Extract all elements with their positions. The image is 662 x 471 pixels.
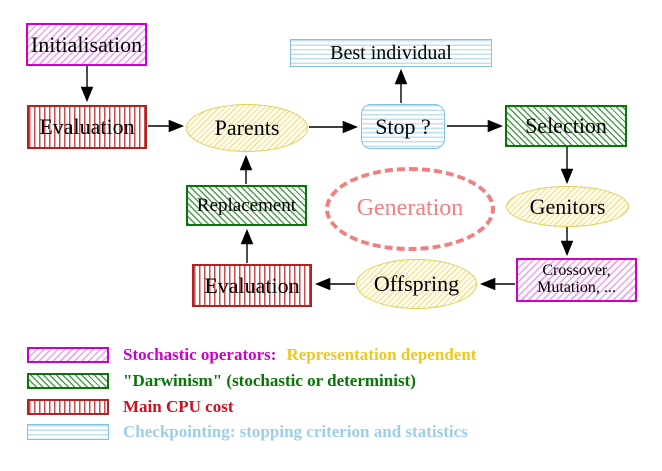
legend-label-checkpointing: Checkpointing: stopping criterion and st… [123,422,468,441]
node-best-individual: Best individual [290,39,492,67]
node-replacement: Replacement [186,185,307,226]
legend-row-cpu-cost: Main CPU cost [27,396,233,418]
legend-label-stochastic-operators: Stochastic operators: [123,345,277,364]
node-initialisation: Initialisation [26,23,147,66]
node-genitors: Genitors [506,186,629,227]
node-selection: Selection [505,105,627,147]
node-stop: Stop ? [361,104,445,149]
legend-row-checkpointing: Checkpointing: stopping criterion and st… [27,421,468,443]
node-evaluation-bottom: Evaluation [192,264,312,307]
node-evaluation-top: Evaluation [27,105,147,149]
legend-swatch-cyan-stripe [27,424,109,440]
legend-label-representation-dependent: Representation dependent [286,345,477,364]
legend-swatch-red-stripe [27,399,109,415]
legend-swatch-green-hatch [27,373,109,389]
legend-label-main-cpu-cost: Main CPU cost [123,397,234,416]
crossover-line1: Crossover, [542,262,611,280]
node-offspring: Offspring [356,259,477,309]
generation-loop-ellipse: Generation [325,167,495,251]
legend-row-stochastic: Stochastic operators: Representation dep… [27,344,476,366]
legend-swatch-magenta-hatch [27,347,109,363]
legend-row-darwinism: "Darwinism" (stochastic or determinist) [27,370,416,392]
crossover-line2: Mutation, ... [537,279,616,296]
node-parents: Parents [186,104,308,152]
node-crossover-mutation: Crossover, Mutation, ... [516,258,637,302]
legend-label-darwinism: "Darwinism" (stochastic or determinist) [123,371,416,390]
